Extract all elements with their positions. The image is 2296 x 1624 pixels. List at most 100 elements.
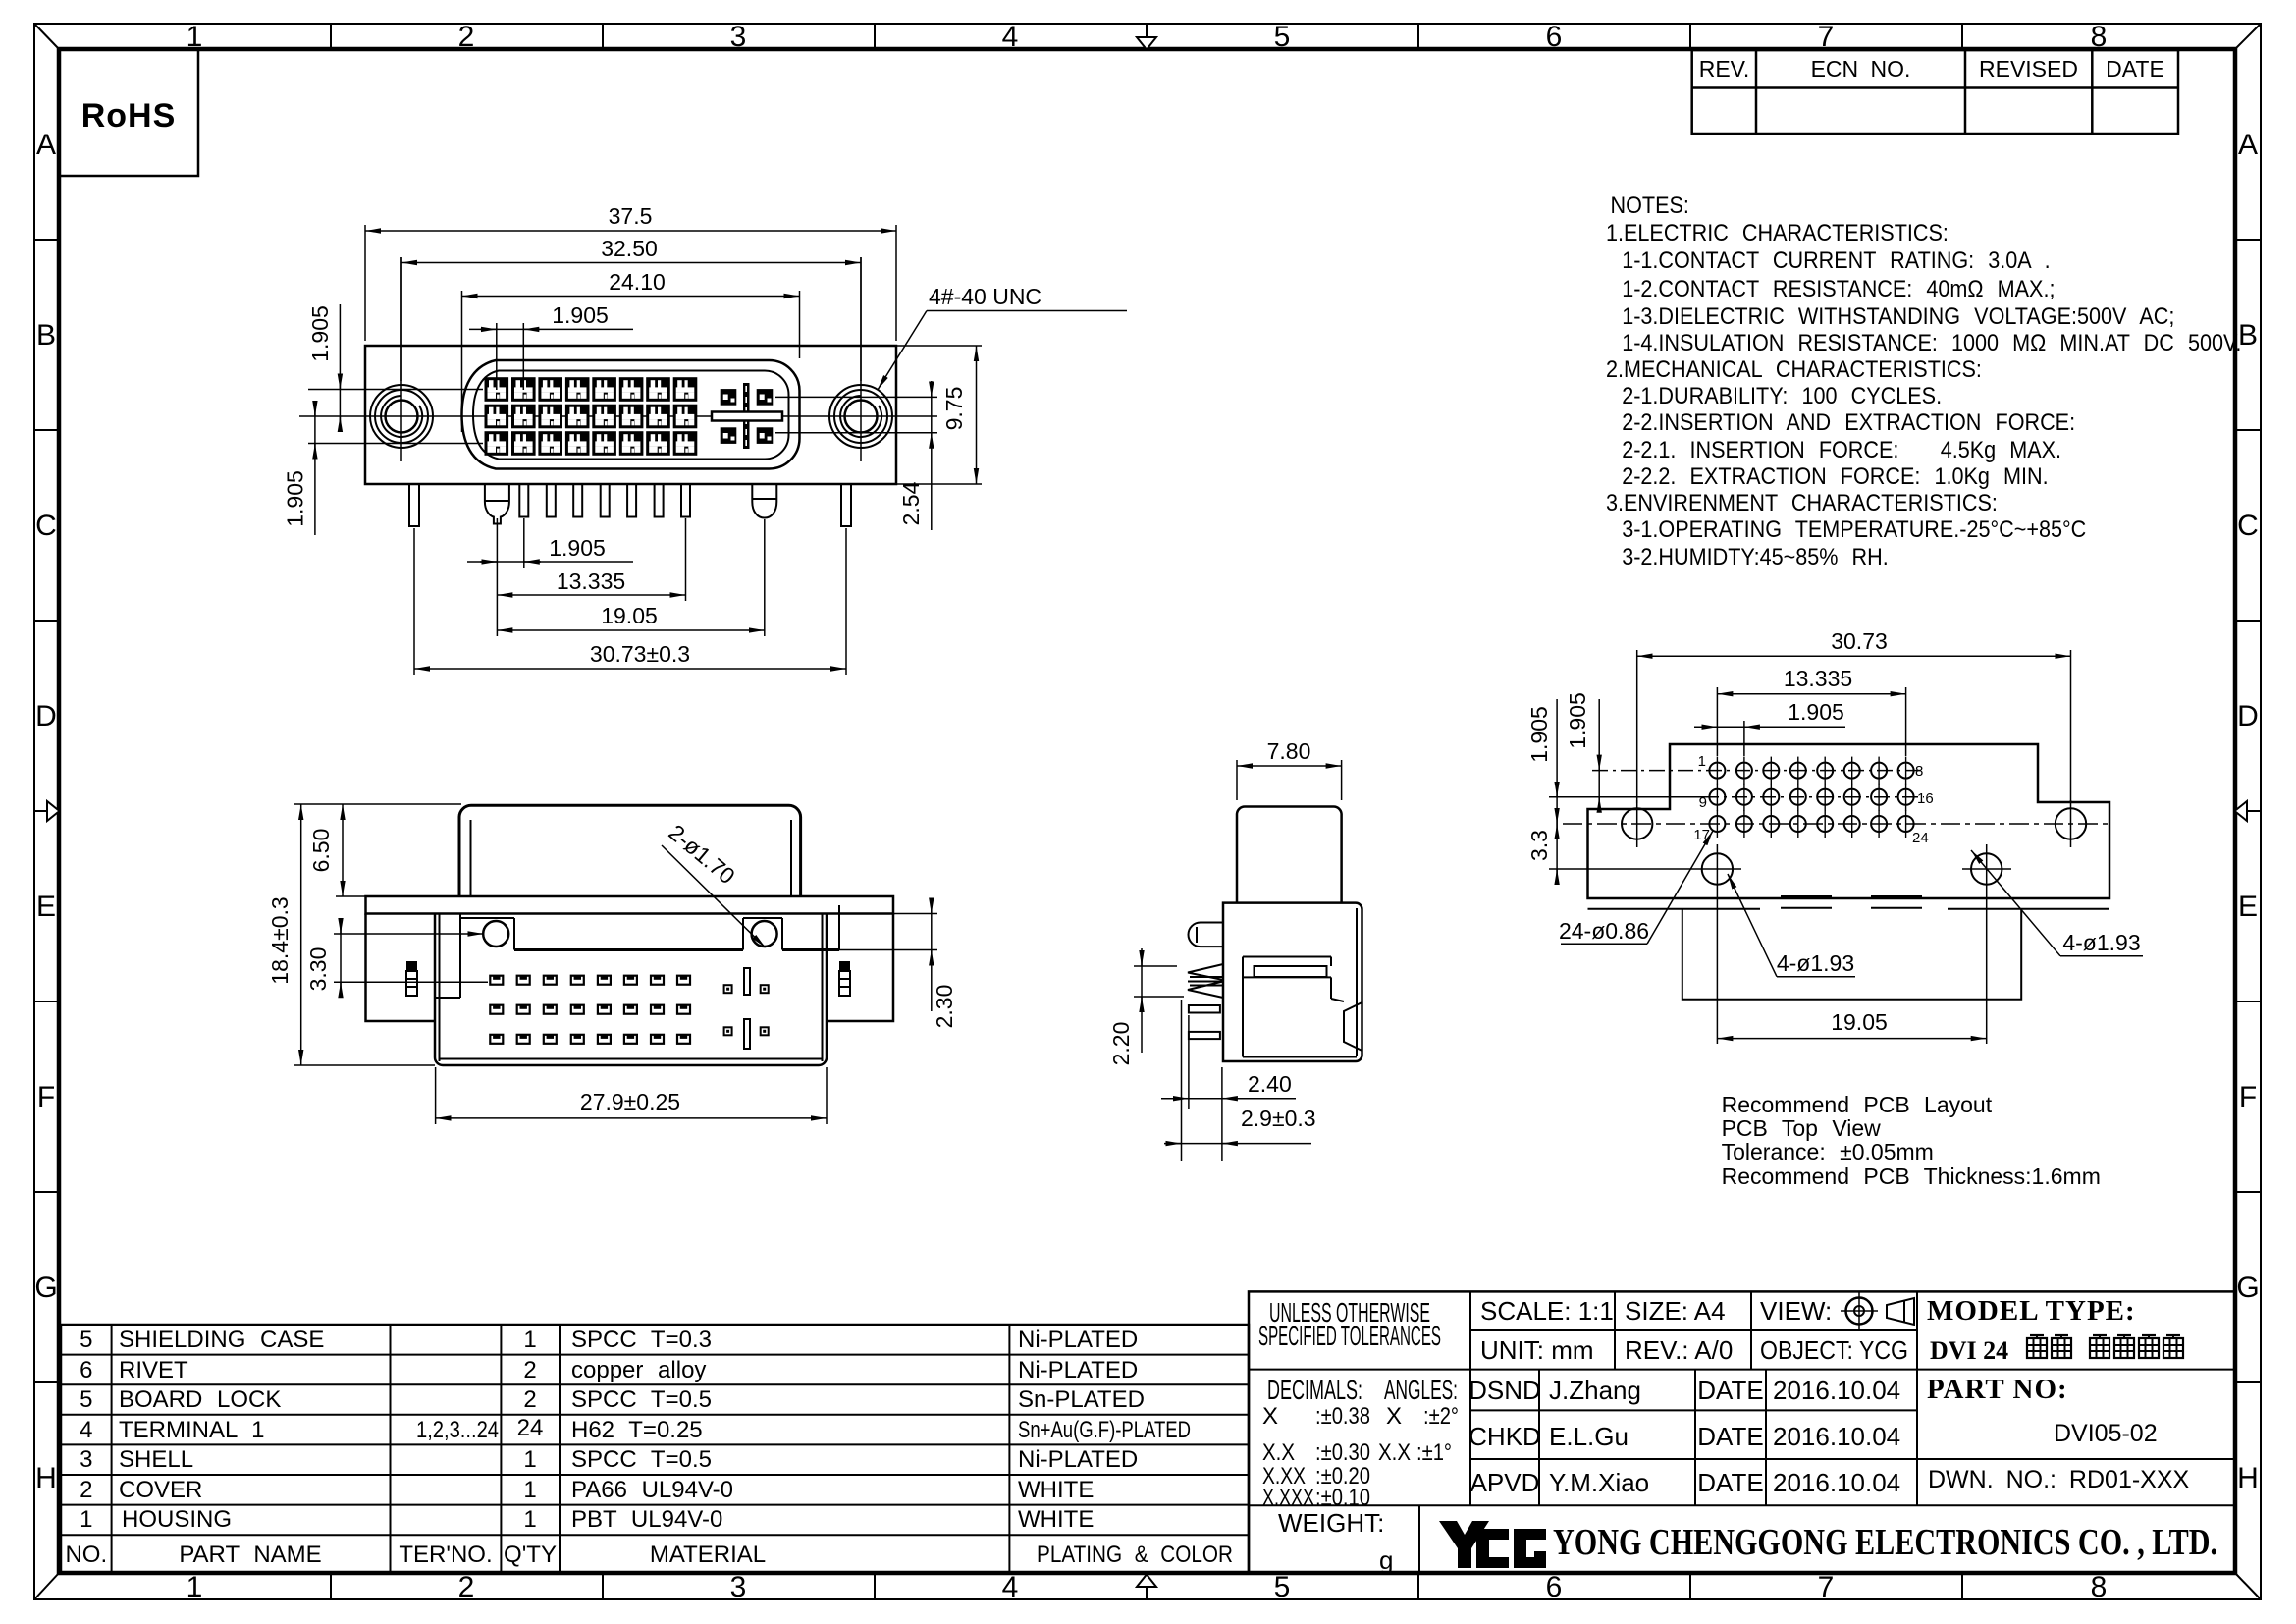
svg-text:A: A (36, 129, 56, 161)
svg-text:X: X (1262, 1403, 1278, 1430)
svg-text:g: g (1379, 1545, 1393, 1575)
svg-text:C: C (2237, 510, 2259, 542)
svg-text:1.905: 1.905 (1788, 699, 1844, 725)
svg-text:D: D (35, 700, 57, 732)
svg-text:4-ø1.93: 4-ø1.93 (2062, 930, 2140, 955)
svg-text:1-2.CONTACT RESISTANCE: 40mΩ M: 1-2.CONTACT RESISTANCE: 40mΩ MAX.; (1622, 275, 2055, 301)
svg-text:19.05: 19.05 (1831, 1009, 1888, 1035)
svg-text::±1°: :±1° (1416, 1439, 1452, 1466)
svg-text:A: A (2238, 129, 2258, 161)
svg-text:X.XXX: X.XXX (1262, 1485, 1314, 1511)
svg-text:DVI 24: DVI 24 (1930, 1336, 2008, 1365)
svg-text:1: 1 (187, 21, 203, 53)
svg-text:3: 3 (730, 21, 747, 53)
svg-text:X.X: X.X (1262, 1439, 1295, 1466)
svg-text:3: 3 (730, 1571, 747, 1603)
svg-text:E.L.Gu: E.L.Gu (1549, 1422, 1629, 1451)
svg-text:C: C (35, 510, 57, 542)
svg-text:2.30: 2.30 (932, 985, 957, 1029)
svg-text:PART NAME: PART NAME (179, 1542, 321, 1568)
svg-text:1.905: 1.905 (283, 470, 308, 527)
svg-text:4: 4 (1002, 1571, 1019, 1603)
svg-text:DATE: DATE (2106, 56, 2164, 81)
svg-text:Ni-PLATED: Ni-PLATED (1018, 1446, 1138, 1473)
svg-text:30.73: 30.73 (1831, 628, 1888, 654)
svg-text:Recommend PCB Thickness:1.6mm: Recommend PCB Thickness:1.6mm (1722, 1164, 2101, 1189)
svg-text:5: 5 (1274, 1571, 1291, 1603)
svg-text:SPCC T=0.5: SPCC T=0.5 (571, 1386, 712, 1413)
svg-text:2: 2 (458, 1571, 475, 1603)
svg-text:1.905: 1.905 (552, 302, 609, 328)
svg-text:2.MECHANICAL CHARACTERISTICS:: 2.MECHANICAL CHARACTERISTICS: (1606, 355, 1982, 382)
svg-text:24.10: 24.10 (609, 269, 666, 295)
svg-text:F: F (37, 1081, 55, 1113)
svg-text:1.905: 1.905 (1565, 692, 1590, 749)
svg-text:PA66 UL94V-0: PA66 UL94V-0 (571, 1477, 733, 1503)
svg-text:Sn-PLATED: Sn-PLATED (1018, 1386, 1145, 1413)
svg-text:Tolerance: ±0.05mm: Tolerance: ±0.05mm (1722, 1139, 1934, 1164)
svg-text:H62 T=0.25: H62 T=0.25 (571, 1417, 703, 1443)
svg-text:27.9±0.25: 27.9±0.25 (580, 1089, 680, 1114)
svg-text:NO.: NO. (65, 1542, 107, 1568)
svg-text:2: 2 (523, 1386, 536, 1413)
svg-text:J.Zhang: J.Zhang (1549, 1376, 1641, 1405)
svg-text:MATERIAL: MATERIAL (650, 1542, 766, 1568)
svg-text:16: 16 (1917, 790, 1934, 807)
svg-text:9.75: 9.75 (941, 387, 967, 431)
svg-text:2.9±0.3: 2.9±0.3 (1241, 1106, 1316, 1131)
svg-text:G: G (2236, 1272, 2259, 1304)
svg-text:Y.M.Xiao: Y.M.Xiao (1549, 1468, 1649, 1497)
svg-text:1.905: 1.905 (1526, 706, 1552, 763)
svg-text:NOTES:: NOTES: (1611, 191, 1689, 218)
svg-text:24-ø0.86: 24-ø0.86 (1559, 918, 1649, 944)
svg-text:BOARD LOCK: BOARD LOCK (119, 1386, 281, 1413)
svg-text:DECIMALS:: DECIMALS: (1267, 1375, 1362, 1405)
svg-text:ANGLES:: ANGLES: (1384, 1375, 1458, 1405)
svg-text:13.335: 13.335 (557, 568, 625, 594)
svg-text:8: 8 (2091, 1571, 2108, 1603)
svg-text:Ni-PLATED: Ni-PLATED (1018, 1357, 1138, 1383)
svg-text:1: 1 (1698, 753, 1706, 770)
svg-text:PCB Top View: PCB Top View (1722, 1115, 1882, 1141)
svg-text:X.XX: X.XX (1262, 1463, 1306, 1489)
svg-text:B: B (2238, 319, 2258, 352)
svg-text:2-2.INSERTION AND EXTRACTION F: 2-2.INSERTION AND EXTRACTION FORCE: (1622, 408, 2075, 435)
svg-text:SIZE: A4: SIZE: A4 (1625, 1296, 1726, 1326)
svg-text:TERMINAL 1: TERMINAL 1 (119, 1417, 264, 1443)
svg-text:DSND: DSND (1468, 1376, 1541, 1405)
svg-text::±0.10: :±0.10 (1315, 1485, 1370, 1511)
svg-text:7: 7 (1818, 21, 1835, 53)
svg-text:1-4.INSULATION RESISTANCE: 100: 1-4.INSULATION RESISTANCE: 1000 MΩ MIN.A… (1622, 329, 2241, 355)
svg-text:4#-40 UNC: 4#-40 UNC (929, 284, 1041, 309)
svg-text:30.73±0.3: 30.73±0.3 (590, 641, 690, 667)
svg-text:3-2.HUMIDTY:45~85% RH.: 3-2.HUMIDTY:45~85% RH. (1622, 543, 1889, 569)
svg-text:6: 6 (1546, 21, 1563, 53)
svg-text:4: 4 (80, 1417, 92, 1443)
svg-text:CHKD: CHKD (1468, 1422, 1541, 1451)
svg-text:COVER: COVER (119, 1477, 202, 1503)
svg-text:SHIELDING CASE: SHIELDING CASE (119, 1326, 324, 1353)
svg-text::±0.20: :±0.20 (1315, 1463, 1370, 1489)
svg-text:19.05: 19.05 (601, 603, 658, 628)
svg-text:H: H (35, 1462, 57, 1494)
svg-text:X: X (1386, 1403, 1402, 1430)
svg-text:DATE: DATE (1697, 1468, 1763, 1497)
svg-text:SPCC T=0.3: SPCC T=0.3 (571, 1326, 712, 1353)
svg-text:24: 24 (1912, 830, 1929, 846)
svg-text:8: 8 (1915, 763, 1923, 780)
svg-text:4: 4 (1002, 21, 1019, 53)
svg-text:1.905: 1.905 (549, 535, 606, 561)
svg-text:HOUSING: HOUSING (122, 1506, 232, 1533)
svg-text:1: 1 (523, 1506, 536, 1533)
svg-text:UNLESS OTHERWISE: UNLESS OTHERWISE (1269, 1297, 1430, 1327)
svg-text:8: 8 (2091, 21, 2108, 53)
svg-text:1: 1 (80, 1506, 92, 1533)
svg-text:YONG CHENGGONG ELECTRONICS CO.: YONG CHENGGONG ELECTRONICS CO. , LTD. (1553, 1522, 2217, 1563)
svg-text:ECN NO.: ECN NO. (1811, 56, 1911, 81)
svg-text:2: 2 (523, 1357, 536, 1383)
svg-text:2: 2 (458, 21, 475, 53)
svg-text::±0.30: :±0.30 (1315, 1439, 1370, 1466)
svg-text:SCALE: 1:1: SCALE: 1:1 (1480, 1296, 1614, 1326)
svg-text:2: 2 (80, 1477, 92, 1503)
svg-text:SPCC T=0.5: SPCC T=0.5 (571, 1446, 712, 1473)
